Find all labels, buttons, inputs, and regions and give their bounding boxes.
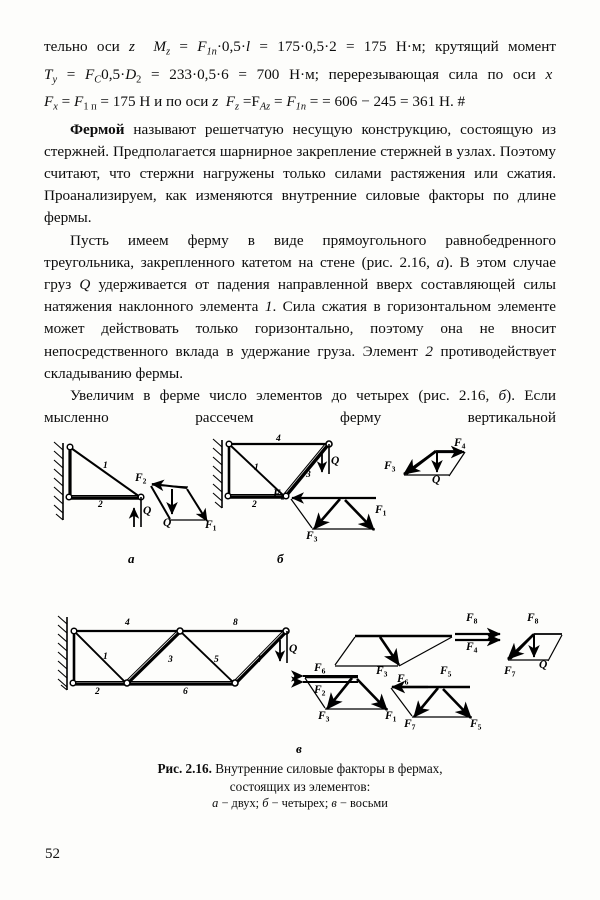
panel-v-force-polygon-d [390,680,472,719]
force-label-v-F4: F4 [466,641,478,655]
member-number-v-6: 6 [183,687,188,697]
caption-line-2: состоящих из элементов: [229,778,371,794]
panel-a-force-polygon [150,479,208,522]
force-label-b-Q: Q [432,474,441,486]
caption-line-3: а − двух; б − четырех; в − восьми [212,796,388,810]
member-number-v-4: 4 [125,618,130,628]
paragraph-uvelichim: Увеличим в ферме число элементов до четы… [44,386,556,427]
panel-b-force-polygon-left [290,492,376,531]
panel-letter-v: в [296,741,302,756]
force-label-a-Q-load: Q [143,505,152,517]
panel-a-truss [53,441,145,527]
member-number-b-4: 4 [276,434,281,444]
panel-b-force-polygon-right [403,445,466,477]
caption-number: Рис. 2.16. [157,761,212,776]
panel-letter-a: а [128,551,135,566]
figure-caption: Рис. 2.16. Внутренние силовые факторы в … [44,760,556,813]
force-label-b-F1: F1 [375,504,387,518]
page-number: 52 [45,846,60,862]
force-label-a-F2: F2 [135,472,147,486]
paragraph-formula: тельно оси z Mz = F1п·0,5·l = 175·0,5·2 … [44,38,556,113]
member-number-b-2: 2 [252,500,257,510]
caption-line-1: Рис. 2.16. Внутренние силовые факторы в … [44,760,556,778]
member-number-v-2: 2 [95,687,100,697]
member-number-v-8: 8 [233,618,238,628]
force-label-v-F3: F3 [318,710,330,724]
panel-letter-b: б [277,551,284,566]
force-label-v-F7-right: F7 [504,665,516,679]
force-label-a-Q: Q [163,517,172,529]
force-label-b-F2: F2 [273,488,285,502]
member-number-v-7: 7 [258,655,263,665]
member-number-a-1: 1 [103,461,108,471]
force-label-v-F8-right: F8 [527,612,539,626]
member-number-b-3: 3 [306,470,311,480]
member-number-a-2: 2 [98,500,103,510]
force-label-v-Q-load: Q [289,643,298,655]
force-label-b-F4: F4 [454,437,466,451]
paragraph-pust: Пусть имеем ферму в виде прямоугольного … [44,231,557,382]
force-label-v-F2-cut: F2 [314,684,326,698]
force-label-b-F3: F3 [306,530,318,544]
force-label-b-F3-upper: F3 [384,460,396,474]
page-body-text: тельно оси z Mz = F1п·0,5·l = 175·0,5·2 … [44,36,556,429]
force-label-v-F6-cut: F6 [314,662,326,676]
paragraph-ferma: Фермой называют решетчатую несущую конст… [44,120,556,227]
member-number-v-1: 1 [103,652,108,662]
panel-v-force-polygon-c [507,633,563,662]
force-label-v-F6: F6 [397,673,409,687]
force-label-v-F1: F1 [385,710,397,724]
force-label-v-F7: F7 [404,718,416,732]
force-label-b-Q-load: Q [331,455,340,467]
force-label-v-F3-upper: F3 [376,665,388,679]
panel-v-truss [57,615,290,691]
caption-title: Внутренние силовые факторы в фермах, [211,761,443,776]
force-label-v-F5-upper: F5 [440,665,452,679]
member-number-b-1: 1 [254,463,259,473]
force-label-v-Q: Q [539,659,548,671]
panel-v-cut-arrows [291,670,358,688]
force-label-v-F8-left: F8 [466,612,478,626]
force-label-a-F1: F1 [205,519,217,533]
member-number-v-5: 5 [214,655,219,665]
paragraph-ferma-lead: Фермой [70,120,125,138]
member-number-v-3: 3 [168,655,173,665]
force-label-v-F5: F5 [470,718,482,732]
